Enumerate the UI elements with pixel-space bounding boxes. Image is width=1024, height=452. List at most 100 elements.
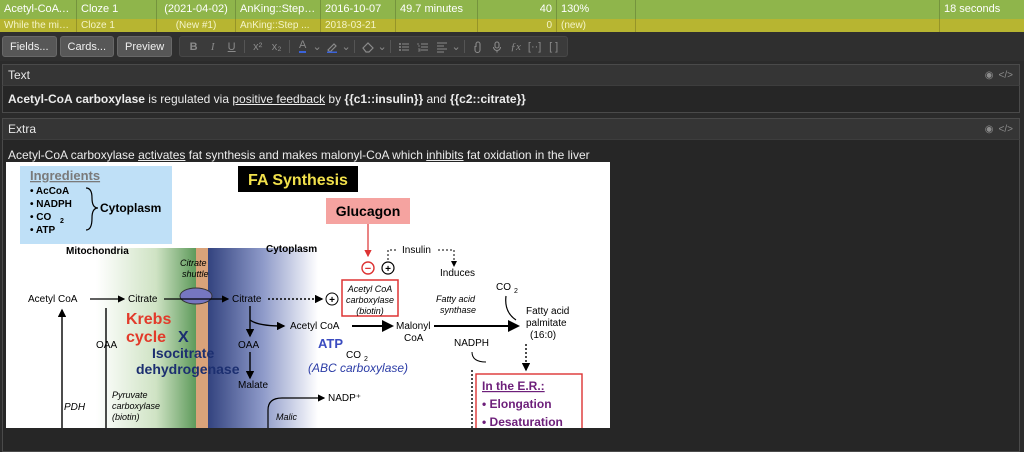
bullet-list-icon[interactable] xyxy=(394,37,413,56)
chevron-down-icon[interactable]: ⌄ xyxy=(341,41,351,53)
field-label: Extra xyxy=(8,122,37,136)
align-icon[interactable] xyxy=(432,37,451,56)
fas-label: synthase xyxy=(440,305,476,315)
cloze-1: {{c1::insulin}} xyxy=(344,92,424,106)
italic-icon[interactable]: I xyxy=(210,40,215,53)
chevron-down-icon[interactable]: ⌄ xyxy=(312,41,322,53)
chevron-down-icon[interactable]: ⌄ xyxy=(377,41,387,53)
text-color-icon[interactable]: A xyxy=(298,39,307,53)
blank-cell xyxy=(636,0,940,19)
ingredient-item: • ATP xyxy=(30,225,55,236)
underlined-text: activates xyxy=(138,148,186,162)
cytoplasm-box-label: Cytoplasm xyxy=(100,201,161,215)
fas-label: Fatty acid xyxy=(436,294,476,304)
browser-row[interactable]: While the midd... Cloze 1 (New #1) AnKin… xyxy=(0,19,1024,32)
browser-row-selected[interactable]: Acetyl-CoA car... Cloze 1 (2021-04-02) A… xyxy=(0,0,1024,19)
extra-field-editor[interactable]: Acetyl-CoA carboxylase activates fat syn… xyxy=(2,140,1020,452)
card-browser-rows: Acetyl-CoA car... Cloze 1 (2021-04-02) A… xyxy=(0,0,1024,32)
eraser-icon[interactable] xyxy=(358,37,377,56)
brace xyxy=(85,187,99,231)
isocitrate-label: Isocitrate xyxy=(152,345,214,361)
cloze-icon[interactable]: [··] xyxy=(527,40,542,53)
mitochondria-label: Mitochondria xyxy=(66,246,129,257)
co2-label: CO xyxy=(496,282,511,293)
preview-button[interactable]: Preview xyxy=(117,36,173,57)
minus-sign: − xyxy=(365,263,371,275)
microphone-icon[interactable] xyxy=(487,37,506,56)
oaa-label: OAA xyxy=(238,340,259,351)
citrate-shuttle-label: Citrate xyxy=(180,258,207,268)
plus-circle xyxy=(381,261,395,275)
cytoplasm-region xyxy=(208,248,318,428)
cloze-same-icon[interactable]: [ ] xyxy=(549,40,559,53)
pdh-label: PDH xyxy=(64,402,86,413)
malate-label: Malate xyxy=(238,380,268,391)
palmitate-label: palmitate xyxy=(526,318,567,329)
separator xyxy=(354,40,356,53)
deck-cell: AnKing::Step ... xyxy=(236,19,321,32)
er-title: In the E.R.: xyxy=(482,379,545,393)
cloze-2: {{c2::citrate}} xyxy=(449,92,526,106)
text-segment: fat oxidation in the liver xyxy=(463,148,590,162)
title-box xyxy=(238,166,358,192)
superscript-icon[interactable]: x² xyxy=(253,40,263,53)
ingredient-item: • AcCoA xyxy=(30,186,69,197)
abc-label: (ABC carboxylase) xyxy=(308,361,408,375)
krebs-label: cycle xyxy=(126,329,166,346)
eye-icon[interactable]: ◉ xyxy=(984,69,994,81)
cards-button[interactable]: Cards... xyxy=(59,36,115,57)
format-group: B I U x² x₂ A ⌄ ⌄ ⌄ ⌄ xyxy=(179,36,569,57)
field-header: Extra ◉ </> xyxy=(2,118,1020,140)
palmitate-label: (16:0) xyxy=(530,330,556,341)
field-actions: ◉ </> xyxy=(985,124,1019,135)
underlined-text: positive feedback xyxy=(232,92,326,106)
separator xyxy=(289,40,291,53)
html-editor-icon[interactable]: </> xyxy=(998,123,1013,135)
co2-arrow xyxy=(505,295,517,321)
acc-box xyxy=(341,279,399,317)
bold-icon[interactable]: B xyxy=(189,40,198,53)
fields-button[interactable]: Fields... xyxy=(2,36,57,57)
highlight-icon[interactable] xyxy=(322,37,341,56)
fa-synthesis-diagram: Ingredients • AcCoA • NADPH • CO 2 • ATP… xyxy=(6,162,610,428)
citrate-label: Citrate xyxy=(128,294,158,305)
citrate-label: Citrate xyxy=(232,294,262,305)
sort-field-cell: Acetyl-CoA car... xyxy=(0,0,77,19)
subscript-2: 2 xyxy=(364,356,368,363)
text-segment: Acetyl-CoA carboxylase xyxy=(8,148,139,162)
created-cell: 2018-03-21 xyxy=(321,19,396,32)
er-box xyxy=(475,373,583,428)
mitochondria-region xyxy=(96,248,196,428)
html-editor-icon[interactable]: </> xyxy=(998,69,1013,81)
shuttle-oval xyxy=(179,287,213,305)
underline-icon[interactable]: U xyxy=(227,40,236,53)
text-segment: is regulated via xyxy=(144,92,233,106)
malic-label: Malic xyxy=(276,412,298,422)
chevron-down-icon[interactable]: ⌄ xyxy=(451,41,461,53)
malonyl-label: CoA xyxy=(404,333,424,344)
acetyl-coa-label: Acetyl CoA xyxy=(28,294,78,305)
nadph-arrow xyxy=(471,351,487,363)
acc-label: carboxylase xyxy=(346,295,394,305)
formula-icon[interactable]: ƒx xyxy=(510,40,521,53)
text-field-editor[interactable]: Acetyl-CoA carboxylase is regulated via … xyxy=(2,86,1020,113)
cytoplasm-label: Cytoplasm xyxy=(266,244,317,255)
subscript-icon[interactable]: x₂ xyxy=(271,40,282,53)
isocitrate-label: dehydrogenase xyxy=(136,361,240,377)
ingredient-item: • NADPH xyxy=(30,199,72,210)
numbered-list-icon[interactable] xyxy=(413,37,432,56)
eye-icon[interactable]: ◉ xyxy=(984,123,994,135)
er-item: • Desaturation xyxy=(482,415,563,428)
term-bold: Acetyl-CoA carboxylase xyxy=(8,92,145,106)
nadp-label: NADP⁺ xyxy=(328,393,361,404)
plus-sign: + xyxy=(385,264,391,275)
attachment-icon[interactable] xyxy=(468,37,487,56)
separator xyxy=(464,40,466,53)
arrow xyxy=(267,394,326,428)
time-cell: 18 seconds xyxy=(944,3,1001,15)
minus-circle xyxy=(361,261,375,275)
subscript-2: 2 xyxy=(514,288,518,295)
ingredient-item: • CO xyxy=(30,212,52,223)
insulin-induces-line xyxy=(438,249,457,267)
underlined-text: inhibits xyxy=(426,148,464,162)
